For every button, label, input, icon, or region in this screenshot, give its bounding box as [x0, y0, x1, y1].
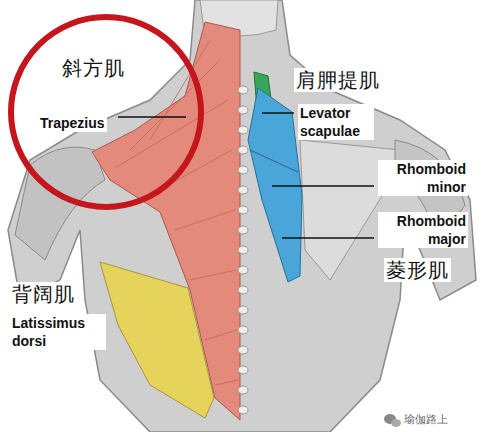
muscle-name-en: Rhomboid major — [378, 212, 468, 248]
latissimus-muscle — [100, 262, 214, 418]
muscle-name-en: Trapezius — [38, 114, 107, 132]
muscle-name-en: Latissimus dorsi — [10, 314, 106, 350]
rhomboid-divider — [250, 150, 298, 172]
deltoid — [15, 147, 105, 260]
muscle-name-en: Levator scapulae — [298, 104, 374, 140]
spine — [238, 86, 248, 414]
muscle-name-en: Rhomboid minor — [378, 160, 468, 196]
group-name-zh: 菱形肌 — [384, 258, 451, 282]
muscle-name-zh: 斜方肌 — [60, 56, 127, 80]
watermark: 瑜伽路上 — [402, 412, 450, 427]
wechat-icon — [384, 414, 401, 427]
rhomboid-muscle — [248, 88, 302, 282]
back-silhouette — [8, 0, 476, 432]
trapezius-muscle — [92, 22, 240, 420]
muscle-name-zh: 背阔肌 — [10, 282, 77, 306]
highlight-circle: 斜方肌 Trapezius — [8, 14, 204, 210]
muscle-name-zh: 肩胛提肌 — [294, 68, 382, 92]
